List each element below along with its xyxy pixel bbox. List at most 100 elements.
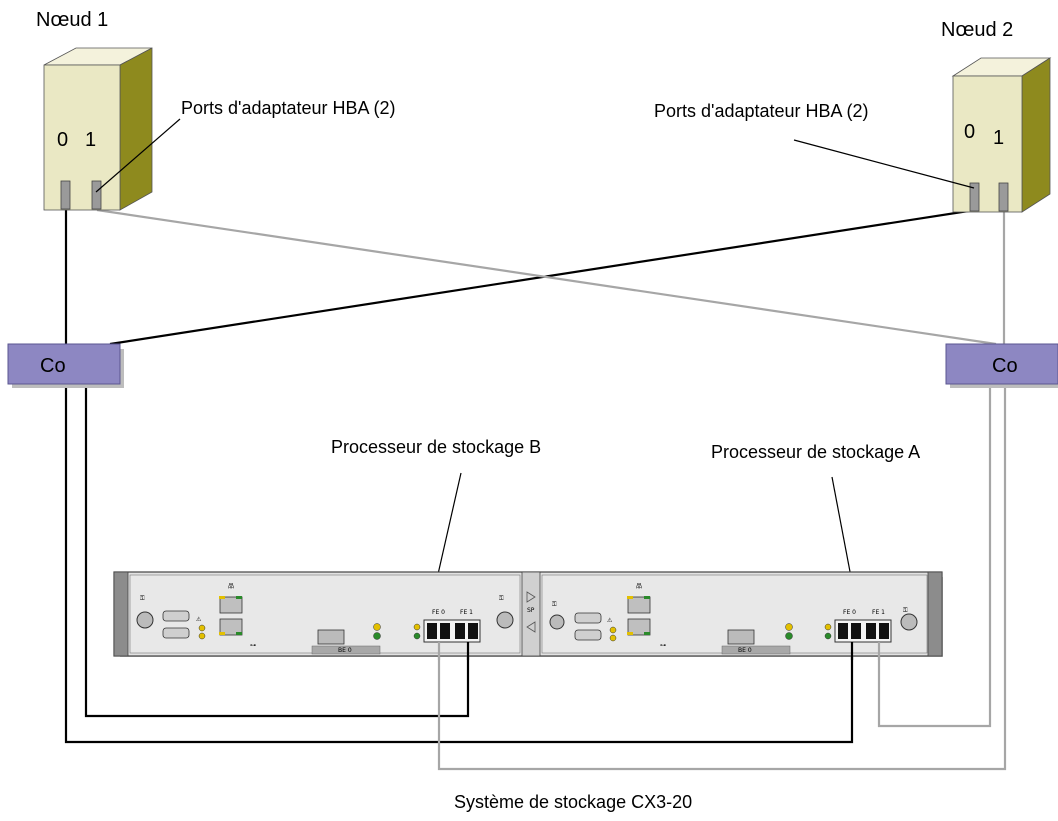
- spB-eth-led-4: [236, 632, 242, 635]
- spA-serial-port-1: [574, 612, 602, 624]
- switch-left-label: Co: [40, 355, 66, 377]
- spB-fe0-port-a: [427, 623, 437, 639]
- spA-serial-port-2: [574, 629, 602, 641]
- spA-label: Processeur de stockage A: [711, 442, 920, 462]
- cable-stubs: [437, 642, 881, 660]
- spA-unlock-icon-right: ⚿: [903, 607, 908, 614]
- spB-eth-led-1: [219, 596, 225, 599]
- spB-thumbscrew-right: [496, 611, 514, 629]
- spA-fe-port-frame: [834, 619, 892, 643]
- spA-status-led-2: [785, 632, 793, 640]
- cable-node1-port1-to-switch-right: [96, 208, 997, 346]
- node2-front: [952, 75, 1023, 213]
- cables: [64, 208, 1007, 771]
- node1-title: Nœud 1: [36, 9, 108, 31]
- spA-status-led-1: [785, 623, 793, 631]
- spA-fe0-port-a: [838, 623, 848, 639]
- spB-serial-port-2: [162, 627, 190, 639]
- spB-unlock-icon-right: ⚿: [499, 595, 504, 602]
- switch-right: Co: [945, 343, 1058, 388]
- spB-unlock-icon: ⚿: [140, 595, 145, 602]
- node2-port1-label: 1: [993, 127, 1004, 149]
- chassis-arrow-down: [526, 621, 536, 633]
- chassis-left-ear: [113, 571, 129, 657]
- spA-warning-icon: ⚠: [607, 617, 613, 624]
- spA-be-port: [727, 629, 755, 645]
- spB-panel: ⚿ ⚠ 品 ⊶ BE 0 FE 0 FE 1: [129, 574, 521, 655]
- spA-thumbscrew-left: [549, 614, 565, 630]
- spA-be-label-bar: [721, 645, 791, 655]
- storage-chassis: SP ⚿ ⚠ 品 ⊶ BE 0 FE 0 FE 1: [113, 571, 943, 657]
- node1-hba-port-1: [91, 180, 102, 210]
- node1-hba-callout: [95, 118, 181, 193]
- cable-switch-right-to-spA-fe1: [877, 365, 992, 728]
- storage-system-caption: Système de stockage CX3-20: [454, 792, 692, 812]
- spB-be-label: BE 0: [338, 647, 352, 654]
- node2-tower: [951, 57, 1052, 213]
- spB-eth-led-2: [236, 596, 242, 599]
- spA-fe0-label: FE 0: [843, 609, 856, 616]
- spA-be-label: BE 0: [738, 647, 752, 654]
- spA-fe1-port-a: [866, 623, 876, 639]
- spA-ethernet-port-2: [627, 618, 651, 636]
- spA-eth-led-2: [644, 596, 650, 599]
- spB-led-amber-2: [198, 632, 206, 640]
- spA-eth-led-4: [644, 632, 650, 635]
- node2-hba-port-1: [998, 182, 1009, 212]
- cable-switch-left-to-spB-fe1: [84, 365, 470, 718]
- node2-hba-port-0: [969, 182, 980, 212]
- spB-ethernet-port-2: [219, 618, 243, 636]
- spA-eth-led-3: [627, 632, 633, 635]
- chassis-right-ear: [927, 571, 943, 657]
- spA-fe0-port-b: [851, 623, 861, 639]
- spB-thumbscrew-left: [136, 611, 154, 629]
- spB-led-amber: [198, 624, 206, 632]
- spA-fe-led-2: [824, 632, 832, 640]
- node1-hba-port-0: [60, 180, 71, 210]
- spB-fe-led-2: [413, 632, 421, 640]
- node1-port1-label: 1: [85, 129, 96, 151]
- spA-fe1-port-b: [879, 623, 889, 639]
- spB-status-led-1: [373, 623, 381, 631]
- chassis-arrow-up: [526, 591, 536, 603]
- cable-switch-right-to-spB-fe0: [437, 365, 1007, 771]
- spB-fe1-label: FE 1: [460, 609, 473, 616]
- spA-unlock-icon: ⚿: [552, 601, 557, 608]
- switch-right-box: [945, 343, 1058, 385]
- spA-led-amber-2: [609, 634, 617, 642]
- spB-eth-led-3: [219, 632, 225, 635]
- node2-hba-callout: [793, 139, 975, 189]
- node1-tower: [43, 47, 153, 211]
- spB-be-label-bar: [311, 645, 381, 655]
- spB-fe0-port-b: [440, 623, 450, 639]
- spB-warning-icon: ⚠: [196, 616, 202, 623]
- node2-side: [1021, 57, 1051, 213]
- node1-front: [43, 64, 121, 211]
- spA-fe1-label: FE 1: [872, 609, 885, 616]
- spA-led-amber: [609, 626, 617, 634]
- chassis-center-divider: [521, 571, 541, 657]
- node1-port0-label: 0: [57, 129, 68, 151]
- node2-hba-label: Ports d'adaptateur HBA (2): [654, 101, 869, 121]
- node2-title: Nœud 2: [941, 19, 1013, 41]
- spA-ethernet-port-1: [627, 596, 651, 614]
- spB-fe0-label: FE 0: [432, 609, 445, 616]
- switch-left: Co: [7, 343, 124, 388]
- node1-hba-label: Ports d'adaptateur HBA (2): [181, 98, 396, 118]
- spB-ethernet-port-1: [219, 596, 243, 614]
- node1-side: [119, 47, 153, 211]
- spB-serial-port-1: [162, 610, 190, 622]
- cable-switch-left-to-spA-fe0: [64, 365, 854, 744]
- spB-be-port: [317, 629, 345, 645]
- spA-panel: ⚿ ⚠ 品 ⊶ BE 0 FE 0 FE 1: [541, 574, 928, 655]
- spB-status-led-2: [373, 632, 381, 640]
- spA-network-icon: 品: [636, 583, 642, 590]
- switch-left-box: [7, 343, 121, 385]
- spB-network-icon: 品: [228, 583, 234, 590]
- node2-port0-label: 0: [964, 121, 975, 143]
- spB-fe1-port-a: [455, 623, 465, 639]
- spB-mgmt-icon: ⊶: [250, 642, 256, 649]
- spB-fe1-port-b: [468, 623, 478, 639]
- spB-label: Processeur de stockage B: [331, 437, 541, 457]
